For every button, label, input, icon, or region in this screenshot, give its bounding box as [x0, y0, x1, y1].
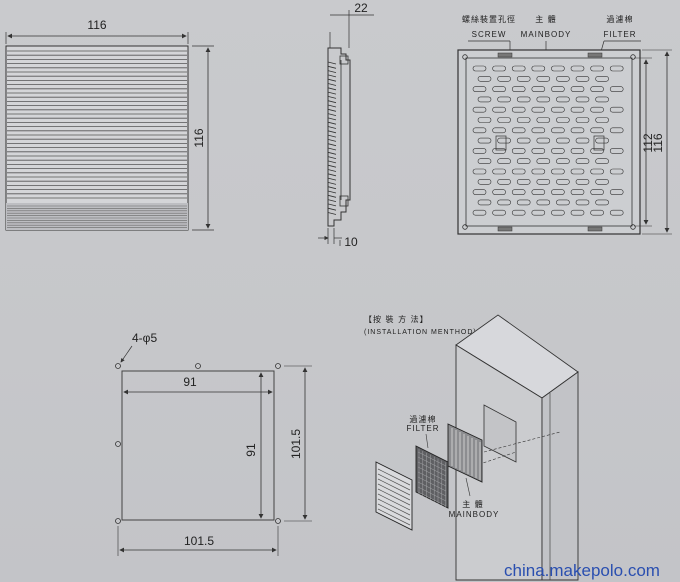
installation-mainbody	[447, 423, 483, 483]
installation-filter	[415, 445, 449, 509]
back-inner-frame	[465, 57, 633, 227]
side-depth-dimension: 22	[354, 1, 368, 15]
hole-spec-label: 4-φ5	[132, 331, 157, 345]
cutout-outer-width: 101.5	[184, 534, 214, 548]
installation-title-cn: 【按 裝 方 法】	[364, 314, 429, 324]
back-view: 螺絲裝置孔徑 SCREW 主 體 MAINBODY 過濾棉 FILTER 112	[457, 14, 672, 235]
screw-hole-icon	[630, 54, 636, 60]
install-filter-label-cn: 過濾棉	[410, 414, 437, 424]
front-grille-slats	[7, 50, 187, 199]
screw-label-cn: 螺絲裝置孔徑	[462, 14, 516, 24]
mount-hole-icon	[275, 363, 281, 369]
mount-hole-icon	[195, 363, 201, 369]
filter-label-cn: 過濾棉	[607, 14, 634, 24]
filter-label-en: FILTER	[604, 30, 637, 39]
back-inner-dimension: 112	[641, 133, 655, 152]
side-flange-dimension: 10	[344, 235, 358, 249]
screw-hole-icon	[462, 54, 468, 60]
mount-hole-icon	[115, 518, 121, 524]
front-grille-outline	[5, 45, 189, 231]
back-outer-frame	[457, 49, 641, 235]
mount-hole-icon	[275, 518, 281, 524]
mount-hole-icon	[115, 363, 121, 369]
cutout-rectangle	[121, 370, 275, 521]
back-outer-dimension: 116	[651, 133, 665, 152]
install-mainbody-label-en: MAINBODY	[449, 510, 500, 519]
cutout-outer-height: 101.5	[289, 429, 303, 459]
mainbody-label-cn: 主 體	[535, 14, 557, 24]
screw-hole-icon	[462, 224, 468, 230]
install-filter-label-en: FILTER	[407, 424, 440, 433]
front-base-lines	[7, 205, 187, 228]
watermark: china.makepolo.com	[504, 561, 660, 580]
mainbody-label-en: MAINBODY	[521, 30, 572, 39]
screw-label-en: SCREW	[472, 30, 507, 39]
side-profile-outline	[327, 47, 351, 227]
installation-title-en: (INSTALLATION MENTHOD)	[364, 329, 477, 336]
front-width-dimension: 116	[87, 18, 106, 32]
mount-hole-icon	[115, 441, 121, 447]
front-view: 116 116	[5, 18, 214, 231]
installation-grille	[375, 461, 413, 531]
cutout-inner-height: 91	[244, 443, 258, 457]
cabinet-cutout	[483, 404, 517, 463]
side-louver-teeth	[327, 61, 337, 215]
front-base-band	[6, 203, 188, 230]
installation-diagram: 【按 裝 方 法】 (INSTALLATION MENTHOD) 過濾棉 FIL…	[364, 314, 579, 581]
cutout-inner-width: 91	[183, 375, 197, 389]
side-view: 22 10	[318, 1, 374, 249]
cabinet-side	[541, 371, 579, 581]
panel-cutout-view: 4-φ5 91 91 101.5 101.5	[115, 331, 312, 556]
screw-hole-icon	[630, 224, 636, 230]
front-height-dimension: 116	[192, 128, 206, 147]
install-mainbody-label-cn: 主 體	[462, 499, 484, 509]
back-vent-slots	[472, 65, 624, 216]
